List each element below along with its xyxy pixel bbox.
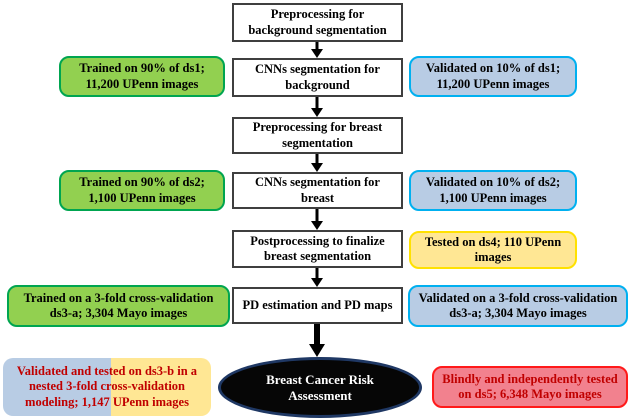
annotation-tested-ds4: Tested on ds4; 110 UPenn images bbox=[409, 231, 577, 269]
flow-arrow-5 bbox=[305, 268, 329, 287]
annotation-validated-ds2: Validated on 10% of ds2; 1,100 UPenn ima… bbox=[409, 170, 577, 211]
flow-arrow-3 bbox=[305, 154, 329, 172]
step-pd-estimation: PD estimation and PD maps bbox=[232, 287, 403, 324]
step-preprocessing-breast: Preprocessing for breast segmentation bbox=[232, 117, 403, 154]
flow-arrow-2 bbox=[305, 97, 329, 117]
flow-arrow-6 bbox=[305, 324, 329, 357]
step-cnns-segmentation-breast: CNNs segmentation for breast bbox=[232, 172, 403, 209]
step-breast-cancer-risk-assessment: Breast Cancer Risk Assessment bbox=[218, 357, 422, 418]
annotation-trained-ds3a: Trained on a 3-fold cross-validation ds3… bbox=[7, 285, 230, 327]
annotation-validated-ds1: Validated on 10% of ds1; 11,200 UPenn im… bbox=[409, 56, 577, 97]
annotation-trained-ds2: Trained on 90% of ds2; 1,100 UPenn image… bbox=[59, 170, 225, 211]
step-cnns-segmentation-background: CNNs segmentation for background bbox=[232, 58, 403, 97]
annotation-validated-ds3a: Validated on a 3-fold cross-validation d… bbox=[408, 285, 628, 327]
step-preprocessing-background: Preprocessing for background segmentatio… bbox=[232, 3, 403, 42]
annotation-blind-tested-ds5: Blindly and independently tested on ds5;… bbox=[432, 366, 628, 408]
flow-arrow-4 bbox=[305, 209, 329, 230]
annotation-trained-ds1: Trained on 90% of ds1; 11,200 UPenn imag… bbox=[59, 56, 225, 97]
flow-arrow-1 bbox=[305, 42, 329, 58]
annotation-validated-tested-ds3b: Validated and tested on ds3-b in a neste… bbox=[3, 358, 211, 416]
step-postprocessing-finalize: Postprocessing to finalize breast segmen… bbox=[232, 230, 403, 268]
